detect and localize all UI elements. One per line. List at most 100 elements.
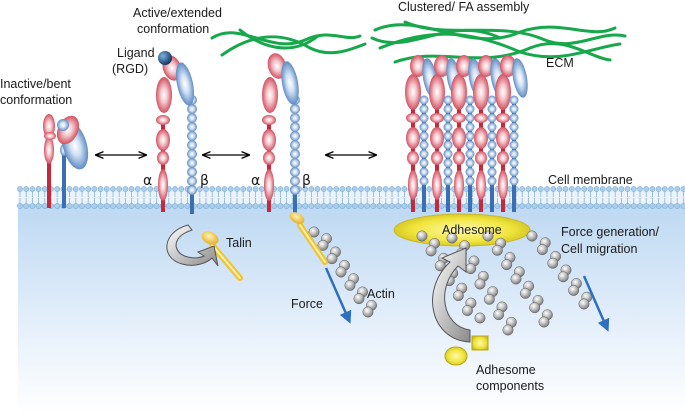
lipid-head	[643, 203, 650, 209]
label-inactive-line2: conformation	[0, 93, 72, 107]
lipid-head	[581, 203, 588, 209]
beta-bead	[419, 122, 429, 132]
lipid-head	[649, 203, 656, 209]
beta-bead	[465, 158, 475, 168]
beta-bead	[509, 140, 519, 150]
lipid-head	[426, 203, 433, 209]
ecm-fiber	[220, 35, 367, 57]
talin-bound	[289, 212, 328, 265]
alpha-domain	[432, 170, 442, 200]
adhesome-recruitment-arrow	[432, 247, 471, 343]
actin-monomer	[317, 239, 329, 251]
lipid-head	[240, 203, 247, 209]
lipid-head	[91, 186, 98, 192]
beta-bead	[443, 104, 453, 114]
actin-filament	[446, 232, 517, 336]
lipid-head	[556, 203, 563, 209]
lipid-head	[308, 186, 315, 192]
label-adhesome-components-line1: Adhesome	[476, 363, 536, 377]
integrin-cluster	[405, 55, 528, 212]
actin-monomer	[353, 293, 365, 305]
lipid-head	[587, 203, 594, 209]
lipid-head	[29, 186, 36, 192]
lipid-head	[116, 186, 123, 192]
beta-bead	[419, 131, 429, 141]
actin-monomer	[519, 287, 531, 299]
lipid-head	[66, 203, 73, 209]
lipid-head	[624, 203, 631, 209]
actin-monomer	[526, 230, 538, 242]
lipid-head	[550, 203, 557, 209]
lipid-head	[674, 186, 681, 192]
lipid-head	[79, 186, 85, 192]
beta-bead	[509, 176, 519, 186]
adhesome-components	[444, 335, 489, 366]
alpha-domain	[451, 74, 467, 110]
alpha-domain	[408, 170, 418, 200]
lipid-head	[382, 203, 389, 209]
lipid-head	[606, 203, 612, 209]
lipid-head	[41, 186, 48, 192]
beta-bead	[290, 104, 300, 114]
actin-filament	[416, 230, 486, 324]
alpha-domain	[474, 113, 488, 123]
beta-bead	[487, 104, 497, 114]
lipid-head	[333, 186, 340, 192]
beta-bead	[465, 149, 475, 159]
beta-bead	[509, 131, 519, 141]
alpha-domain	[495, 74, 511, 110]
actin-monomer	[491, 244, 503, 256]
actin-monomer	[493, 309, 505, 321]
lipid-head	[327, 203, 333, 209]
lipid-head	[128, 203, 135, 209]
lipid-head	[358, 186, 364, 192]
actin-monomer	[483, 293, 495, 305]
lipid-head	[91, 203, 98, 209]
lipid-head	[612, 186, 619, 192]
lipid-head	[320, 186, 327, 192]
actin-monomer	[308, 226, 320, 238]
label-active-line2: conformation	[137, 22, 209, 36]
actin-monomer	[578, 298, 590, 310]
lipid-head	[209, 203, 216, 209]
lipid-head	[506, 203, 513, 209]
lipid-head	[97, 186, 104, 192]
lipid-head	[314, 203, 321, 209]
beta-bead	[419, 95, 429, 105]
beta-bead	[187, 140, 197, 150]
lipid-head	[296, 203, 302, 209]
lipid-head	[246, 203, 253, 209]
beta-bead	[290, 113, 300, 123]
lipid-head	[17, 203, 23, 209]
beta-bead	[187, 113, 197, 123]
actin-monomer	[510, 273, 522, 285]
beta-bead	[443, 140, 453, 150]
beta-bead	[419, 158, 429, 168]
beta-bead	[419, 149, 429, 159]
lipid-head	[79, 203, 85, 209]
alpha-domain	[473, 74, 489, 110]
talin-recruitment-arrow	[166, 224, 219, 267]
lipid-head	[451, 203, 457, 209]
lipid-head	[165, 203, 172, 209]
beta-bead	[509, 104, 519, 114]
lipid-head	[252, 203, 259, 209]
beta-head	[512, 58, 528, 98]
beta-bead	[419, 176, 429, 186]
beta-bead	[443, 176, 453, 186]
lipid-head	[575, 203, 581, 209]
lipid-head	[172, 203, 178, 209]
lipid-head	[258, 203, 265, 209]
lipid-head	[537, 186, 544, 192]
beta-bead	[187, 167, 197, 177]
lipid-head	[215, 203, 222, 209]
lipid-head	[227, 186, 234, 192]
lipid-head	[234, 186, 240, 192]
lipid-head	[184, 203, 191, 209]
lipid-head	[525, 203, 532, 209]
lipid-head	[128, 186, 135, 192]
beta-bead	[443, 131, 453, 141]
alpha-domain	[476, 170, 486, 200]
